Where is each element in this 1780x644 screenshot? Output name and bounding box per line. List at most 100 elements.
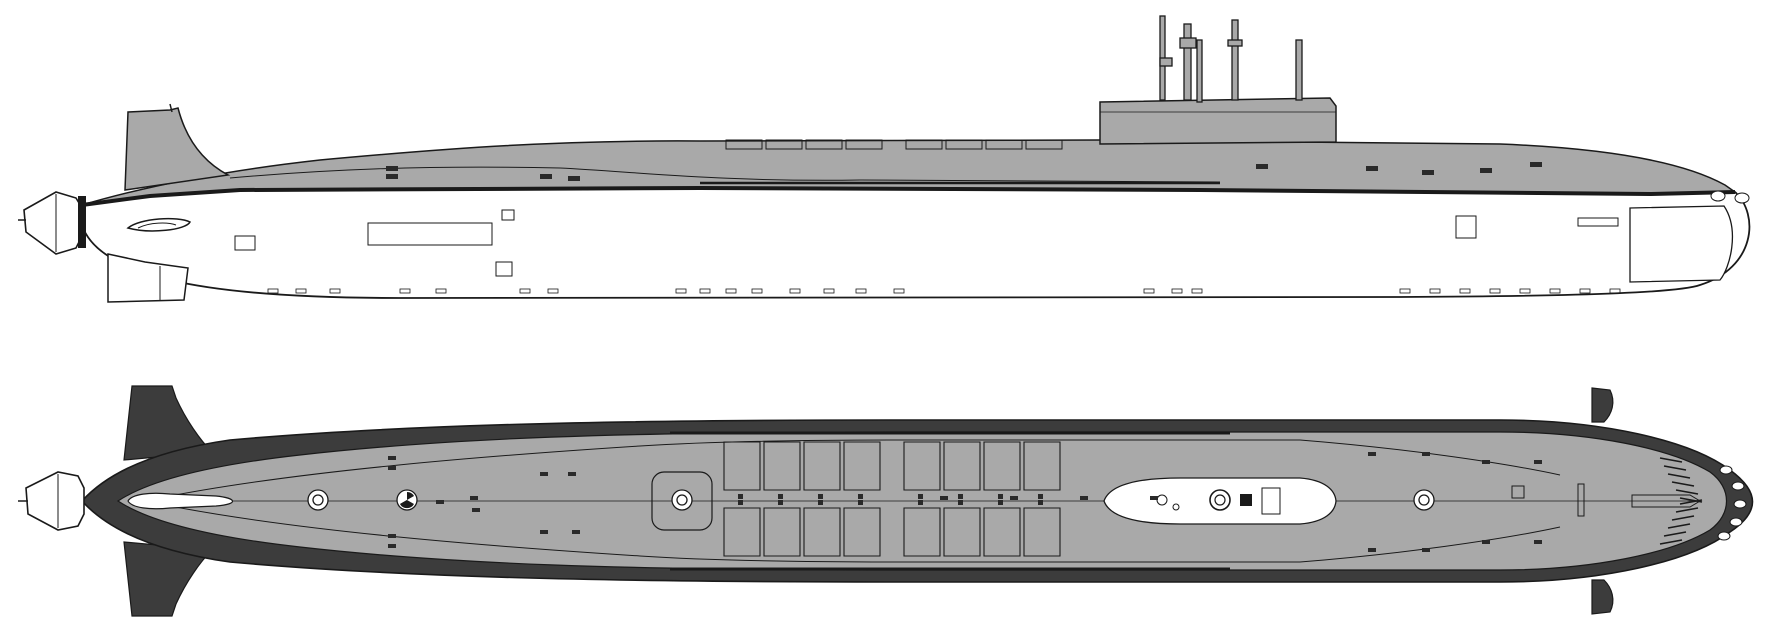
- side-panel-mini: [501, 209, 515, 221]
- top-bow-tube: [1719, 465, 1733, 475]
- top-deck-mark: [540, 530, 548, 534]
- top-bow-port: [1667, 473, 1691, 479]
- side-stern-port-inner: [137, 222, 177, 229]
- top-stern-pod: [127, 492, 234, 510]
- side-keel-mark: [751, 288, 763, 294]
- top-hatch-lock: [818, 494, 823, 499]
- top-deck-mark: [940, 496, 948, 500]
- side-hatch: [725, 139, 763, 150]
- side-dark-mark: [568, 176, 580, 181]
- side-dark-mark: [1422, 170, 1434, 175]
- top-missile-hatch: [943, 441, 981, 491]
- side-keel-mark: [675, 288, 687, 294]
- top-hatch-lock: [1038, 500, 1043, 505]
- top-bow-port: [1667, 523, 1691, 529]
- top-deck-mark: [1150, 496, 1158, 500]
- top-hatch-lock: [958, 494, 963, 499]
- top-missile-hatch: [903, 507, 941, 557]
- top-bow-tube: [1731, 481, 1745, 491]
- side-keel-mark: [699, 288, 711, 294]
- top-bow-sonar-dome: [1631, 494, 1701, 508]
- top-sail-mast-base: [1240, 494, 1252, 506]
- top-deck-mark: [470, 496, 478, 500]
- top-hatch-lock: [958, 500, 963, 505]
- top-deck-mark: [1080, 496, 1088, 500]
- side-panel-small: [234, 235, 256, 251]
- top-bow-port: [1663, 465, 1687, 471]
- side-keel-mark: [1143, 288, 1155, 294]
- top-bow-port: [1663, 531, 1687, 537]
- side-keel-mark: [1579, 288, 1591, 294]
- top-missile-hatch: [843, 507, 881, 557]
- side-stern-port: [126, 217, 192, 232]
- side-keel-mark: [1399, 288, 1411, 294]
- top-bow-slot: [1577, 483, 1585, 517]
- top-bow-port: [1671, 481, 1695, 487]
- top-bow-port: [1659, 457, 1683, 463]
- top-hatch-lock: [1038, 494, 1043, 499]
- side-keel-mark: [435, 288, 447, 294]
- side-panel-bow: [1455, 215, 1477, 239]
- top-missile-hatch: [803, 507, 841, 557]
- top-sail-mast-box: [1261, 487, 1281, 515]
- top-missile-hatch: [843, 441, 881, 491]
- top-bow-port: [1675, 507, 1699, 513]
- top-missile-hatches: [723, 441, 1061, 557]
- side-keel-marks: [267, 162, 1621, 294]
- side-keel-mark: [1489, 288, 1501, 294]
- top-deck-mark: [1482, 540, 1490, 544]
- top-missile-hatch: [723, 441, 761, 491]
- side-bow-sonar: [1629, 205, 1734, 283]
- side-keel-mark: [789, 288, 801, 294]
- mast-2: [1183, 23, 1192, 101]
- side-keel-mark: [519, 288, 531, 294]
- top-bow-plane-lower: [1591, 579, 1614, 615]
- top-bow-port: [1659, 539, 1683, 545]
- top-deck-mark: [1534, 540, 1542, 544]
- top-deck-mark: [1534, 460, 1542, 464]
- top-sail-port-2: [1172, 503, 1180, 511]
- side-deck-line: [229, 166, 1221, 183]
- top-sail-hatch: [1209, 489, 1231, 511]
- mast-1-bracket: [1159, 57, 1173, 67]
- mast-5: [1295, 39, 1303, 101]
- top-hatch-lock: [998, 500, 1003, 505]
- side-hatch: [945, 139, 983, 150]
- side-keel-mark: [547, 288, 559, 294]
- mast-2-head: [1179, 37, 1197, 49]
- top-deck-mark: [1368, 452, 1376, 456]
- side-masts: [1159, 15, 1303, 103]
- top-bow-port: [1675, 489, 1699, 495]
- mast-3: [1196, 39, 1203, 103]
- top-bow-port: [1671, 515, 1695, 521]
- side-keel-mark: [267, 288, 279, 294]
- top-hatch-lock: [738, 494, 743, 499]
- top-deck-mark: [1422, 452, 1430, 456]
- top-deck-mark: [568, 472, 576, 476]
- top-missile-hatch: [903, 441, 941, 491]
- side-pumpjet: [23, 191, 83, 255]
- top-hatch-lock: [858, 500, 863, 505]
- top-bow-panel: [1511, 485, 1525, 499]
- side-lower-rudder: [107, 253, 189, 303]
- top-deck-mark: [1010, 496, 1018, 500]
- side-hatch: [905, 139, 943, 150]
- side-hatch: [805, 139, 843, 150]
- top-deck-mark: [472, 508, 480, 512]
- top-bow-tube: [1729, 517, 1743, 527]
- side-dark-mark: [1366, 166, 1378, 171]
- side-bow-port-2: [1734, 192, 1750, 204]
- top-small-marks: [388, 452, 1542, 552]
- top-bow-plane-upper: [1591, 387, 1614, 423]
- top-deck-mark: [388, 466, 396, 470]
- top-hatch-mid: [671, 489, 693, 511]
- top-hatch-fwd-inner: [1418, 494, 1430, 506]
- top-hatch-aft-inner: [312, 494, 324, 506]
- mast-4: [1231, 19, 1239, 101]
- top-deck-hatches: [307, 489, 1435, 511]
- top-missile-hatch: [943, 507, 981, 557]
- side-keel-mark: [399, 288, 411, 294]
- side-panel-slot: [1577, 217, 1619, 227]
